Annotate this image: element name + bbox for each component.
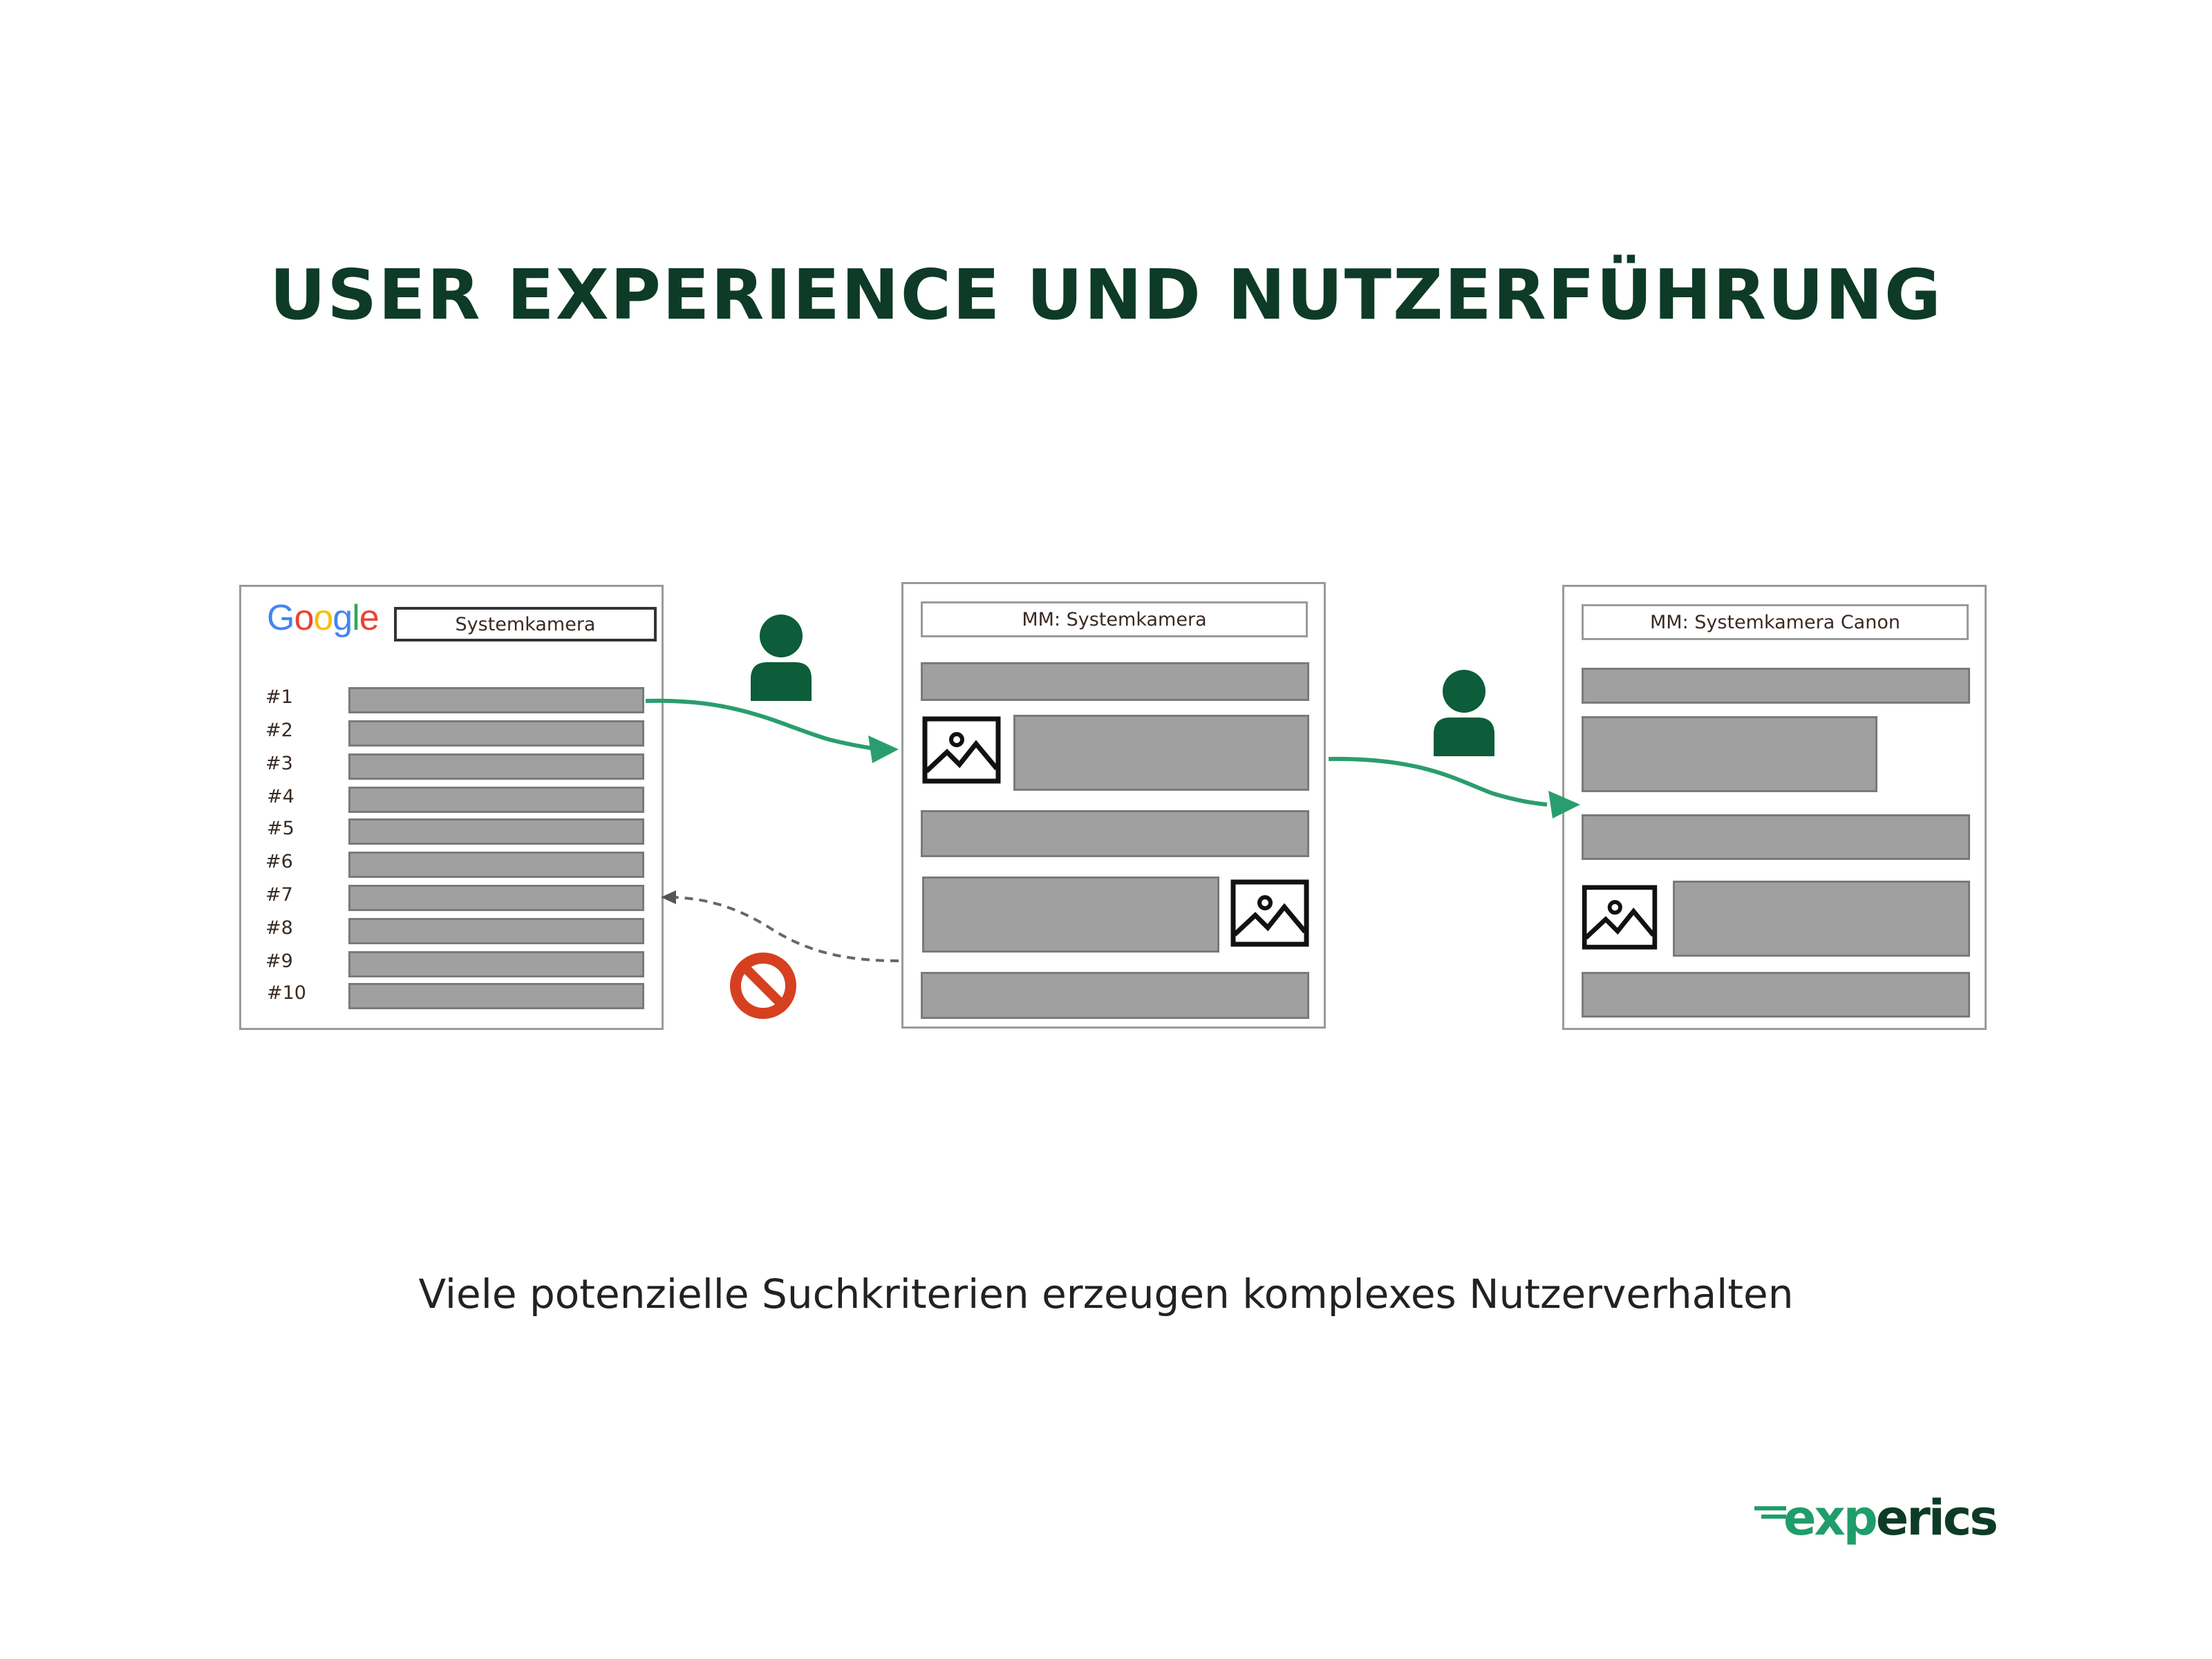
rank-label: #7 (265, 884, 293, 906)
arrow-serp-to-category (645, 698, 899, 763)
logo-suffix: erics (1875, 1490, 1998, 1546)
experics-logo: experics (1754, 1490, 1998, 1546)
search-result-bar[interactable] (348, 983, 644, 1009)
search-query-text: MM: Systemkamera Canon (1650, 611, 1900, 633)
content-block (1582, 814, 1970, 860)
image-icon (922, 716, 1001, 784)
rank-label: #9 (265, 950, 293, 972)
content-block (921, 972, 1309, 1019)
search-result-bar[interactable] (348, 753, 644, 780)
logo-prefix: exp (1783, 1490, 1878, 1546)
search-query-text: MM: Systemkamera (1022, 608, 1207, 630)
content-block (1582, 716, 1877, 792)
rank-label: #8 (265, 917, 293, 939)
content-block (1673, 881, 1970, 957)
content-block (921, 662, 1309, 701)
content-block (1013, 715, 1309, 791)
rank-label: #10 (267, 982, 306, 1004)
search-result-bar[interactable] (348, 720, 644, 747)
logo-speed-lines-icon (1754, 1506, 1786, 1519)
search-query-text: Systemkamera (455, 613, 596, 635)
google-logo-letter: g (332, 598, 353, 638)
category-page-panel (901, 582, 1326, 1029)
search-result-bar[interactable] (348, 787, 644, 813)
search-result-bar[interactable] (348, 885, 644, 911)
bounce-back-arrow (661, 890, 899, 962)
shop-search-input[interactable]: MM: Systemkamera (921, 601, 1308, 637)
rank-label: #4 (267, 786, 294, 807)
image-icon (1582, 885, 1658, 950)
google-logo: Google (267, 600, 379, 636)
user-icon (1434, 670, 1494, 756)
google-logo-letter: e (359, 598, 379, 638)
content-block (1582, 668, 1970, 704)
search-result-bar[interactable] (348, 852, 644, 878)
no-entry-icon (730, 953, 796, 1019)
rank-label: #2 (265, 720, 293, 741)
google-logo-letter: o (313, 598, 333, 638)
rank-label: #1 (265, 686, 293, 708)
page-subtitle: Viele potenzielle Suchkriterien erzeugen… (418, 1271, 1794, 1318)
shop-search-input[interactable]: MM: Systemkamera Canon (1582, 604, 1969, 640)
content-block (1582, 972, 1970, 1018)
google-search-input[interactable]: Systemkamera (394, 607, 657, 641)
rank-label: #3 (265, 753, 293, 774)
search-result-bar[interactable] (348, 918, 644, 944)
image-icon (1230, 879, 1309, 947)
rank-label: #6 (265, 851, 293, 872)
google-logo-letter: G (267, 598, 294, 638)
google-logo-letter: o (294, 598, 314, 638)
content-block (922, 877, 1219, 953)
page-title: USER EXPERIENCE UND NUTZERFÜHRUNG (270, 254, 1942, 335)
rank-label: #5 (267, 818, 294, 839)
search-result-bar[interactable] (348, 687, 644, 713)
search-result-bar[interactable] (348, 951, 644, 977)
arrow-category-to-filtered (1328, 756, 1580, 818)
google-logo-letter: l (352, 598, 360, 638)
search-result-bar[interactable] (348, 818, 644, 845)
user-icon (751, 615, 812, 701)
content-block (921, 810, 1309, 857)
